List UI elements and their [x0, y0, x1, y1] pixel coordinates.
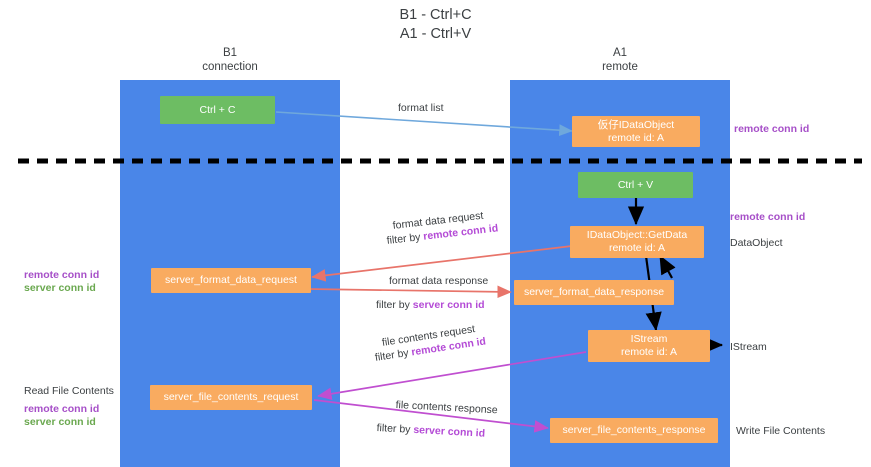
label-file-contents-response-filter: filter by server conn id: [376, 421, 485, 441]
annotation-remote-conn-id-top: remote conn id: [734, 123, 810, 135]
box-register-idataobject[interactable]: 仮仔IDataObject remote id: A: [572, 116, 700, 147]
box-idataobject-getdata[interactable]: IDataObject::GetData remote id: A: [570, 226, 704, 258]
annotation-dataobject: DataObject: [730, 237, 783, 249]
annotation-istream: IStream: [730, 341, 767, 353]
annotation-remote-conn-id-mid: remote conn id: [730, 211, 806, 223]
box-ctrl-c[interactable]: Ctrl + C: [160, 96, 275, 124]
label-format-list: format list: [398, 102, 444, 114]
filter-key-server-conn-id: server conn id: [412, 299, 485, 311]
annotation-remote-conn-id-left-2: remote conn id: [24, 403, 100, 415]
annotation-server-conn-id-left-2: server conn id: [24, 416, 96, 428]
annotation-write-file-contents: Write File Contents: [736, 425, 826, 437]
box-server-file-contents-response[interactable]: server_file_contents_response: [550, 418, 718, 443]
filter-prefix: filter by: [374, 346, 413, 364]
filter-key-server-conn-id: server conn id: [413, 423, 486, 440]
filter-prefix: filter by: [386, 230, 425, 247]
label-format-data-response: format data response: [389, 275, 489, 287]
annotation-remote-conn-id-left: remote conn id: [24, 269, 100, 281]
box-server-file-contents-request[interactable]: server_file_contents_request: [150, 385, 312, 410]
label-file-contents-response: file contents response: [395, 398, 498, 417]
annotation-read-file-contents: Read File Contents: [24, 385, 114, 397]
filter-prefix: filter by: [376, 299, 413, 311]
column-header-a1: A1 remote: [602, 47, 638, 73]
annotation-server-conn-id-left: server conn id: [24, 282, 96, 294]
box-server-format-data-response[interactable]: server_format_data_response: [514, 280, 674, 305]
filter-prefix: filter by: [376, 421, 414, 436]
box-ctrl-v[interactable]: Ctrl + V: [578, 172, 693, 198]
column-header-b1: B1 connection: [202, 47, 258, 73]
box-istream[interactable]: IStream remote id: A: [588, 330, 710, 362]
label-format-data-response-filter: filter by server conn id: [376, 298, 485, 312]
box-server-format-data-request[interactable]: server_format_data_request: [151, 268, 311, 293]
page-title: B1 - Ctrl+C A1 - Ctrl+V: [399, 7, 472, 42]
